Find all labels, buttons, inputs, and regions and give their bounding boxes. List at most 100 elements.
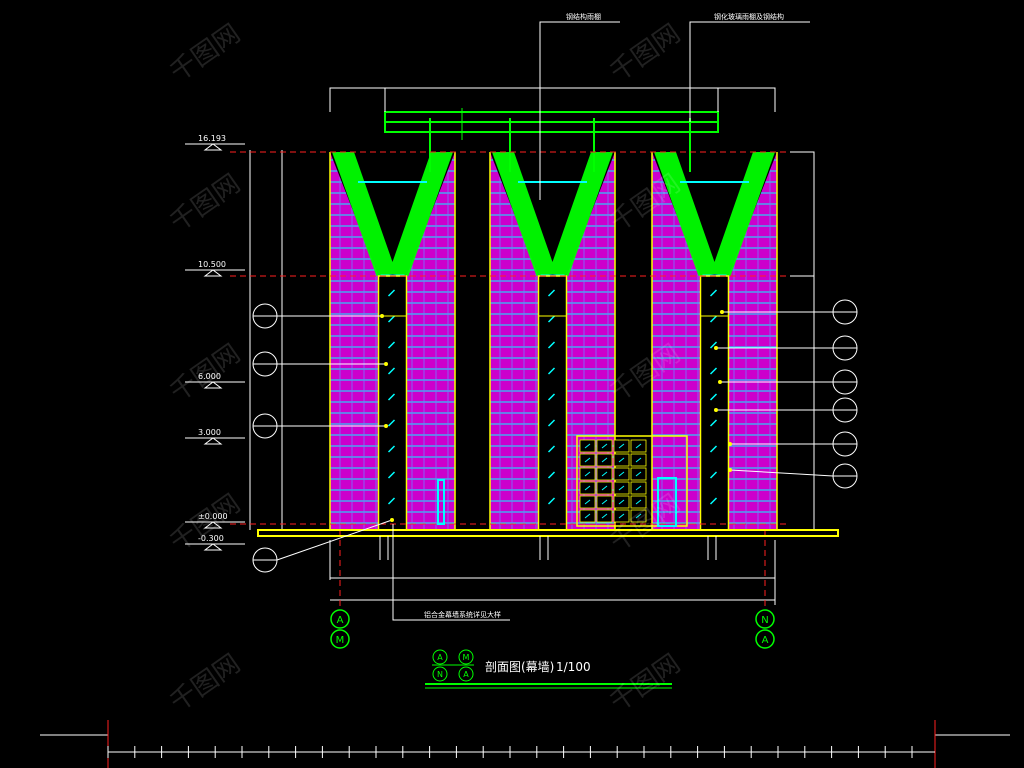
entrance-glass-mark: [584, 443, 591, 449]
v-arm-left: [654, 152, 715, 276]
entrance-glass-mark: [618, 443, 625, 449]
level-marks: 16.193 10.500 6.000 3.000 ±0.000 -0.300: [185, 134, 245, 551]
entrance-glass-mark: [584, 499, 591, 505]
level-mark: 16.193: [185, 134, 245, 151]
pier-2: [489, 152, 616, 531]
level-value: 6.000: [198, 372, 221, 381]
level-triangle: [203, 543, 223, 551]
column-glass-mark: [547, 445, 556, 453]
column-glass-mark: [709, 315, 718, 323]
legend-axis-4: A: [463, 670, 469, 679]
detail-target: [728, 442, 732, 446]
entrance-glass-mark: [601, 499, 608, 505]
column-glass-mark: [547, 367, 556, 375]
column-glass-mark: [387, 497, 396, 505]
legend-axis-1: A: [437, 653, 443, 662]
column-glass-mark: [387, 341, 396, 349]
drawing-title: 剖面图(幕墙): [485, 660, 554, 674]
column-glass-mark: [547, 393, 556, 401]
column-glass-mark: [709, 419, 718, 427]
axis-label-right-top: N: [761, 615, 768, 626]
column-glass-mark: [547, 419, 556, 427]
detail-symbol: [252, 303, 384, 329]
column-glass-mark: [547, 315, 556, 323]
column-glass-mark: [387, 289, 396, 297]
entrance-glass-mark: [635, 457, 642, 463]
column-glass-mark: [387, 315, 396, 323]
detail-symbol: [728, 463, 858, 489]
detail-symbol: [720, 299, 858, 325]
detail-target: [728, 468, 732, 472]
entrance-glass-mark: [618, 471, 625, 477]
column-glass-mark: [387, 367, 396, 375]
entrance-glass-mark: [601, 443, 608, 449]
detail-symbol: [252, 351, 388, 377]
callout-top-left: 钢结构雨棚: [566, 12, 601, 21]
detail-leader: [729, 469, 834, 477]
entrance-glass-mark: [635, 485, 642, 491]
entrance-glass-mark: [635, 443, 642, 449]
entrance-glass-mark: [635, 471, 642, 477]
canopy-frame: [384, 108, 719, 172]
detail-target: [380, 314, 384, 318]
entrance-glass-mark: [635, 513, 642, 519]
curtain-wall-piers: [329, 152, 778, 531]
entrance-grid: [579, 439, 647, 523]
v-arm-left: [492, 152, 553, 276]
callout-bottom: 铝合金幕墙系统详见大样: [424, 610, 501, 619]
column-glass-mark: [709, 367, 718, 375]
level-value: -0.300: [198, 534, 224, 543]
ground-slab: [257, 529, 839, 560]
detail-symbol: [718, 369, 858, 395]
axis-bubbles: [330, 609, 775, 649]
bottom-dimension-strip: [40, 720, 1010, 768]
left-detail-callouts: [252, 303, 394, 573]
entrance-glass-mark: [618, 513, 625, 519]
level-triangle: [203, 381, 223, 389]
level-triangle: [203, 437, 223, 445]
detail-symbol: [728, 431, 858, 457]
entrance-glass-mark: [601, 513, 608, 519]
level-value: 3.000: [198, 428, 221, 437]
detail-target: [714, 346, 718, 350]
legend-axis-3: N: [437, 670, 443, 679]
detail-leader: [276, 519, 393, 561]
axis-label-left-bottom: M: [336, 635, 345, 646]
v-arm-right: [392, 152, 453, 276]
bottom-callout: 铝合金幕墙系统详见大样: [392, 524, 510, 621]
detail-target: [718, 380, 722, 384]
entrance-glass-mark: [584, 457, 591, 463]
level-triangle: [203, 143, 223, 151]
detail-target: [384, 362, 388, 366]
entrance-glass-mark: [584, 471, 591, 477]
level-value: ±0.000: [198, 512, 228, 521]
callout-top-right: 钢化玻璃雨棚及钢结构: [714, 12, 784, 21]
central-column: [537, 275, 568, 531]
v-arm-right: [714, 152, 775, 276]
level-value: 10.500: [198, 260, 226, 269]
column-glass-mark: [387, 419, 396, 427]
central-column: [699, 275, 730, 531]
entrance-glass-mark: [618, 485, 625, 491]
pier-1: [329, 152, 456, 531]
detail-target: [720, 310, 724, 314]
detail-symbol: [252, 518, 394, 573]
axis-guides: [230, 151, 790, 610]
detail-symbol: [714, 335, 858, 361]
column-glass-mark: [709, 471, 718, 479]
legend-axis-2: M: [463, 653, 470, 662]
entrance-block: [437, 435, 688, 527]
column-glass-mark: [709, 289, 718, 297]
column-glass-mark: [547, 497, 556, 505]
entrance-glass-mark: [584, 513, 591, 519]
level-triangle: [203, 521, 223, 529]
title-block: A M N A 剖面图(幕墙) 1/100: [425, 649, 672, 689]
axis-label-right-bottom: A: [762, 635, 769, 646]
column-glass-mark: [547, 471, 556, 479]
axis-label-left-top: A: [337, 615, 344, 626]
level-mark: 3.000: [185, 428, 245, 445]
detail-symbol: [714, 397, 858, 423]
column-glass-mark: [387, 393, 396, 401]
level-triangle: [203, 269, 223, 277]
